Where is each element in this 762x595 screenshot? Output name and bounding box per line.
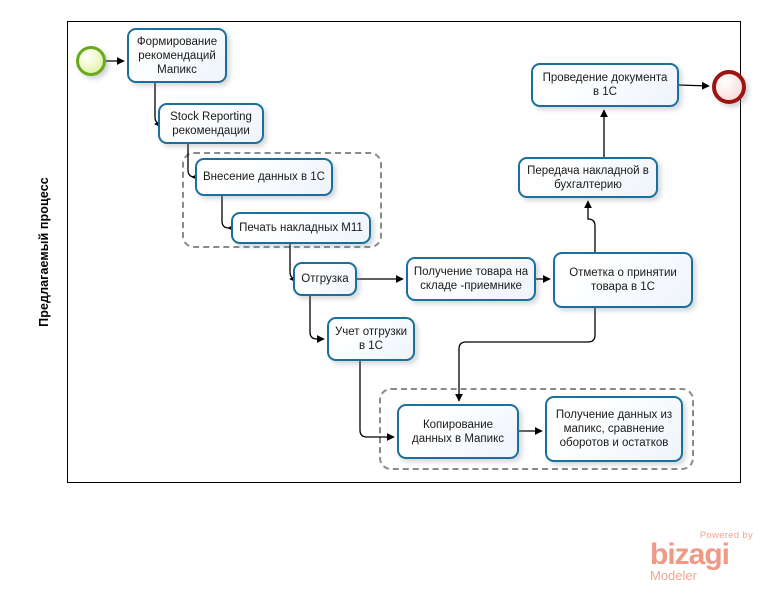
task-otmetka-o-prinyatii-tovara-v-1c[interactable]: Отметка о принятии товара в 1С	[553, 252, 693, 308]
bizagi-watermark: Powered by bizagi Modeler	[650, 530, 755, 583]
lane-header: Предлагаемый процесс	[21, 21, 68, 483]
task-uchet-otgruzki-v-1c[interactable]: Учет отгрузки в 1С	[327, 317, 415, 361]
task-label: Получение данных из мапикс, сравнение об…	[555, 409, 673, 449]
task-poluchenie-dannyh-iz-mapiks[interactable]: Получение данных из мапикс, сравнение об…	[545, 396, 683, 462]
end-event[interactable]	[712, 70, 746, 104]
task-label: Получение товара на складе -приемнике	[413, 266, 529, 292]
task-label: Stock Reporting рекомендации	[170, 110, 252, 137]
task-label: Копирование данных в Мапикс	[412, 418, 504, 445]
task-kopirovanie-dannyh-v-mapiks[interactable]: Копирование данных в Мапикс	[397, 404, 519, 459]
task-label: Внесение данных в 1С	[203, 171, 325, 183]
task-label: Проведение документа в 1С	[542, 72, 668, 98]
task-pechat-nakladnyh-m11[interactable]: Печать накладных М11	[231, 212, 371, 244]
task-formirovanie-rekomendacij-mapiks[interactable]: Формирование рекомендаций Мапикс	[127, 28, 227, 83]
group-data-entry	[182, 152, 382, 248]
task-label: Отгрузка	[301, 273, 349, 285]
lane-label: Предлагаемый процесс	[37, 177, 51, 327]
task-peredacha-nakladnoj-v-buhgalteriyu[interactable]: Передача накладной в бухгалтерию	[518, 157, 658, 198]
task-label: Учет отгрузки в 1С	[334, 326, 408, 352]
watermark-brand-label: bizagi	[650, 538, 730, 571]
watermark-product-label: Modeler	[650, 568, 697, 583]
task-otgruzka[interactable]: Отгрузка	[293, 262, 357, 296]
task-poluchenie-tovara-na-sklade-priemnike[interactable]: Получение товара на складе -приемнике	[406, 257, 536, 301]
task-stock-reporting-rekomendacii[interactable]: Stock Reporting рекомендации	[158, 103, 264, 144]
watermark-powered-by-label: Powered by	[699, 530, 753, 541]
task-label: Передача накладной в бухгалтерию	[527, 164, 649, 191]
start-event[interactable]	[76, 46, 106, 76]
task-vnesenie-dannyh-v-1c[interactable]: Внесение данных в 1С	[195, 158, 333, 196]
task-provedenie-dokumenta-v-1c[interactable]: Проведение документа в 1С	[531, 63, 679, 107]
task-label: Отметка о принятии товара в 1С	[569, 267, 677, 293]
task-label: Печать накладных М11	[239, 222, 363, 234]
task-label: Формирование рекомендаций Мапикс	[136, 35, 218, 76]
